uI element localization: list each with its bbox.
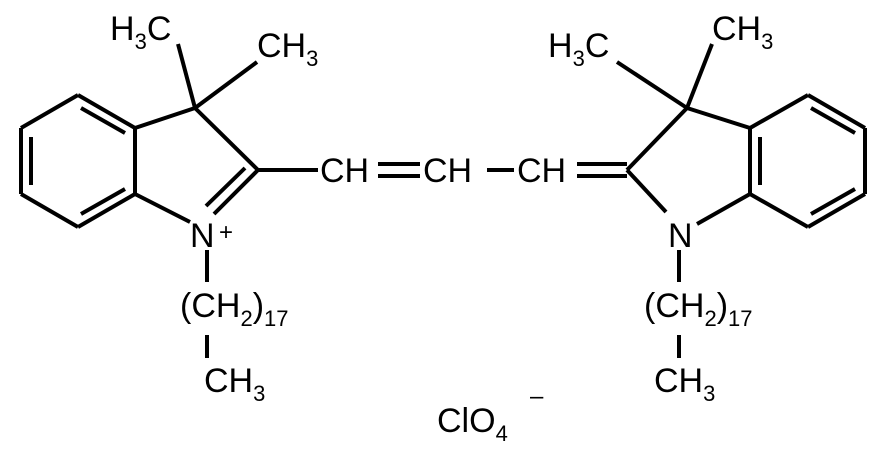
right-methyl-bonds [615, 43, 714, 110]
left-methyl-a-label: H3C [110, 10, 171, 54]
left-chain-label: (CH2)17 [180, 287, 289, 331]
left-benzene-ring [19, 93, 137, 229]
right-five-ring [625, 106, 751, 226]
bridge-ch-2-label: CH [423, 152, 472, 190]
right-methyl-a-label: H3C [548, 27, 609, 71]
left-positive-charge: + [219, 219, 233, 246]
right-nitrogen-label: N [668, 217, 693, 255]
bridge-ch-1-label: CH [320, 152, 369, 190]
right-benzene-ring [748, 93, 867, 229]
bridge-bonds [378, 162, 627, 178]
left-terminal-methyl-label: CH3 [204, 362, 265, 406]
left-nitrogen-label: N [190, 217, 215, 255]
counterion-label: ClO4 [437, 402, 508, 446]
left-methyl-b-label: CH3 [257, 27, 318, 71]
counterion-negative-charge: – [530, 383, 544, 410]
bridge-ch-3-label: CH [517, 152, 566, 190]
left-five-ring [134, 106, 260, 224]
right-methyl-b-label: CH3 [712, 10, 773, 54]
right-terminal-methyl-label: CH3 [654, 362, 715, 406]
left-methyl-bonds [176, 43, 259, 110]
right-chain-label: (CH2)17 [644, 287, 753, 331]
